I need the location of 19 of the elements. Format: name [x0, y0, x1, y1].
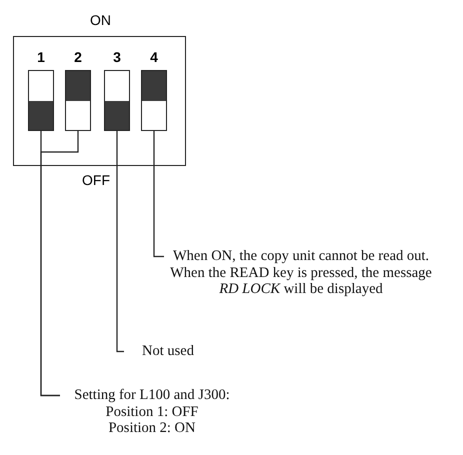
switch-number: 2 — [74, 49, 82, 65]
note-text: Not used — [141, 343, 195, 360]
note-text: Setting for L100 and J300: — [73, 387, 231, 404]
position-label: OFF — [82, 172, 110, 188]
switch-number: 1 — [37, 49, 45, 65]
switch-number: 4 — [150, 49, 158, 65]
dip-switch — [28, 50, 54, 131]
leader-line — [116, 131, 124, 352]
leader-line — [153, 131, 164, 258]
dip-switch — [104, 50, 130, 131]
note-text: Position 2: ON — [107, 420, 196, 436]
position-label: ON — [90, 12, 111, 28]
switch-housing — [13, 36, 186, 166]
leader-line — [40, 131, 79, 396]
dip-switch — [65, 50, 91, 131]
switch-number: 3 — [113, 49, 121, 65]
note-text: When ON, the copy unit cannot be read out. When the READ key is pressed, the message RD LOCK will be displayed — [169, 248, 433, 298]
dip-switch — [141, 50, 167, 131]
note-text: Position 1: OFF — [104, 404, 200, 420]
